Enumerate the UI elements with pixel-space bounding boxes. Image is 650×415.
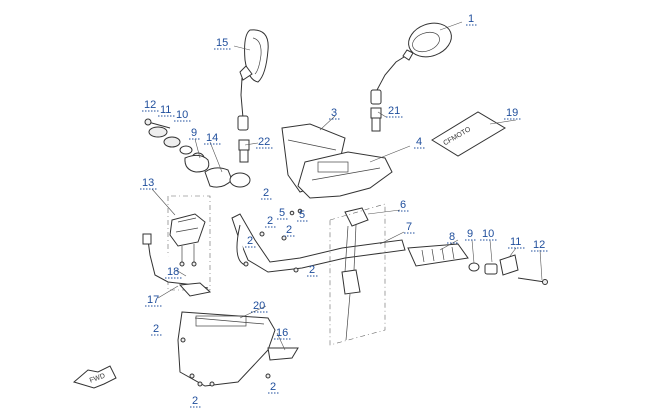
leader-lines — [151, 21, 543, 351]
callout-13: 13 — [142, 177, 154, 189]
callout-2-e: 2 — [309, 264, 315, 276]
screws — [180, 208, 303, 387]
callout-4: 4 — [416, 136, 422, 148]
throttle-housing — [329, 203, 386, 346]
callout-9-right: 9 — [467, 228, 473, 240]
right-end-parts — [468, 254, 548, 285]
callout-12-right: 12 — [533, 239, 545, 251]
callout-5-b: 5 — [299, 209, 305, 221]
brake-cable — [142, 233, 212, 297]
callout-22: 22 — [258, 136, 270, 148]
callout-2-h: 2 — [192, 395, 198, 407]
callout-11-left: 11 — [160, 104, 171, 116]
callout-10-right: 10 — [482, 228, 494, 240]
mirror-left — [237, 29, 269, 131]
parts-drawing: CFMOTO — [72, 21, 548, 389]
callout-2-b: 2 — [267, 215, 273, 227]
callout-5-a: 5 — [279, 207, 285, 219]
left-control-parts — [144, 118, 251, 188]
callout-3: 3 — [331, 107, 337, 119]
callout-7: 7 — [406, 221, 412, 233]
mirror-right — [370, 22, 452, 105]
mirror-nut-right — [370, 107, 382, 132]
callout-20: 20 — [253, 300, 265, 312]
callout-14: 14 — [206, 132, 218, 144]
callout-12-left: 12 — [144, 99, 156, 111]
callout-8: 8 — [449, 231, 455, 243]
decal: CFMOTO — [431, 111, 506, 157]
front-direction-arrow: FWD — [72, 365, 117, 389]
callout-2-c: 2 — [286, 224, 292, 236]
mirror-nut-left — [238, 139, 250, 163]
callout-11-right: 11 — [510, 236, 521, 248]
callout-10-left: 10 — [176, 109, 188, 121]
callout-2-f: 2 — [153, 323, 159, 335]
callouts: 1 15 3 21 19 12 11 10 9 14 22 4 13 2 6 5… — [140, 13, 548, 408]
callout-1: 1 — [468, 13, 474, 25]
callout-15: 15 — [216, 37, 228, 49]
callout-21: 21 — [388, 105, 400, 117]
callout-6: 6 — [400, 199, 406, 211]
callout-2-d: 2 — [247, 235, 253, 247]
callout-18: 18 — [167, 266, 179, 278]
callout-19: 19 — [506, 107, 518, 119]
callout-16: 16 — [276, 327, 288, 339]
callout-9-left: 9 — [191, 127, 197, 139]
lower-covers — [177, 311, 299, 387]
callout-17: 17 — [147, 294, 159, 306]
callout-2-g: 2 — [270, 381, 276, 393]
callout-2-a: 2 — [263, 187, 269, 199]
handlebar — [231, 213, 406, 273]
throttle-grip — [407, 243, 469, 267]
handlebar-covers — [281, 123, 393, 199]
